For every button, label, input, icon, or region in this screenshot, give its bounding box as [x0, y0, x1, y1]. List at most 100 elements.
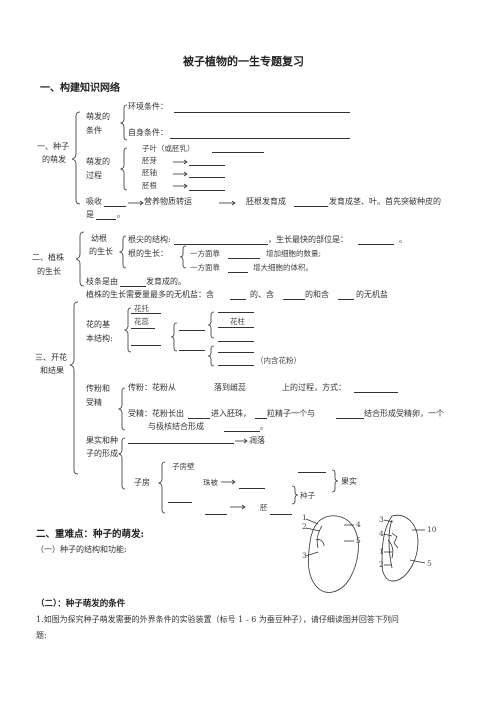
receptacle-label: 花托 — [134, 304, 149, 313]
self-condition-label: 自身条件： — [128, 128, 168, 137]
egg-cell-blank[interactable] — [336, 418, 364, 419]
self-condition-blank[interactable] — [170, 138, 350, 139]
pollination-label-1: 传粉和 — [86, 384, 110, 393]
fruit-label-2: 和结果 — [40, 366, 64, 375]
filament-blank[interactable] — [218, 365, 254, 366]
fall-off-label: 凋落 — [249, 436, 265, 445]
seed-label: 种子 — [300, 491, 315, 500]
subheading-conditions: （二）：种子萌发的条件 — [36, 599, 126, 609]
section-heading-network: 一、构建知识网络 — [40, 83, 120, 94]
radicle-blank[interactable] — [189, 190, 225, 191]
root-growth-label-1: 幼根 — [91, 234, 107, 243]
bean-num-2: 2 — [302, 522, 307, 531]
corn-num-2: 2 — [379, 560, 384, 569]
stamen-blank[interactable] — [179, 350, 205, 351]
plumule-blank[interactable] — [189, 165, 225, 166]
seed-label-2: 的萌发 — [42, 155, 66, 164]
zygote-blank[interactable] — [205, 514, 227, 515]
cond-label-1: 萌发的 — [86, 112, 110, 121]
branch-blank[interactable] — [120, 286, 146, 287]
pericarp-blank[interactable] — [298, 472, 326, 473]
fertilized-polar-blank[interactable] — [224, 431, 260, 432]
absorb-text-a: 吸收 — [86, 197, 102, 206]
question-1-line-b: 题: — [36, 631, 47, 640]
grow-way-2b: 增大细胞的体积。 — [253, 263, 313, 272]
bean-seed-diagram — [305, 515, 359, 593]
corn-num-1: 1 — [379, 547, 384, 556]
integument-label: 珠被 — [203, 478, 218, 487]
fruit-label-1: 三、开花 — [35, 353, 67, 362]
ovary-blank[interactable] — [218, 341, 254, 342]
cotyledon-blank[interactable] — [212, 152, 264, 153]
absorb-text-f: 。 — [117, 210, 125, 219]
grow-way-1-blank[interactable] — [228, 258, 260, 259]
hypocotyl-label: 胚轴 — [142, 168, 157, 177]
pollen-tube-blank[interactable] — [188, 418, 210, 419]
salt-text-a: 植株的生长需要量最多的无机盐：含 — [86, 290, 214, 299]
root-tip-blank[interactable] — [174, 244, 268, 245]
fastest-part-blank[interactable] — [358, 244, 394, 245]
absorb-blank-2[interactable] — [294, 206, 328, 207]
fruit-label: 果实 — [341, 477, 357, 486]
seed-coat-blank[interactable] — [239, 488, 265, 489]
ovary-wall-label: 子房壁 — [172, 462, 195, 471]
bean-num-3: 3 — [302, 551, 307, 560]
stigma-blank[interactable] — [218, 312, 254, 313]
ovule-blank[interactable] — [168, 502, 192, 503]
question-1-line-a: 1.如图为探究种子萌发需要的外界条件的实验装置（标号 1﹣6 为蚕豆种子），请仔… — [36, 615, 399, 624]
fruit-form-label-1: 果实和种 — [86, 436, 118, 445]
style-underline — [218, 327, 254, 328]
sperm-count-blank[interactable] — [255, 418, 267, 419]
ovary-label: 子房 — [134, 478, 150, 487]
pollination-text-c: 上的过程，方式： — [282, 383, 346, 392]
absorb-text-c: 胚根发育成 — [246, 197, 286, 206]
bean-num-5: 5 — [356, 536, 361, 545]
anther-blank[interactable] — [218, 352, 254, 353]
embryo-label: 胚 — [260, 503, 268, 512]
fruit-form-label-2: 子的形成 — [86, 449, 118, 458]
embryo-blank[interactable] — [270, 514, 292, 515]
corn-num-3: 3 — [379, 515, 384, 524]
plant-label-2: 的生长 — [37, 267, 61, 276]
bean-num-4: 4 — [356, 520, 361, 529]
flower-structure-label-1: 花的基 — [86, 320, 110, 329]
process-label-1: 萌发的 — [86, 157, 110, 166]
root-grow-label: 根的生长： — [128, 249, 168, 258]
pollination-method-blank[interactable] — [354, 392, 398, 393]
pistil-blank[interactable] — [179, 330, 205, 331]
corn-num-5: 5 — [427, 559, 432, 568]
absorb-blank-3[interactable] — [96, 219, 116, 220]
cotyledon-label: 子叶（或胚乳） — [142, 144, 195, 153]
seed-label-1: 一、种子 — [37, 142, 69, 151]
env-condition-blank[interactable] — [174, 112, 350, 113]
pollination-text-b: 落到雌蕊 — [214, 383, 246, 392]
flower-part-blank-1[interactable] — [131, 328, 155, 329]
fertilization-text-a: 受精：花粉长出 — [128, 409, 184, 418]
flower-part-blank-2[interactable] — [131, 345, 161, 346]
fertilization-text-f: 。 — [260, 422, 268, 431]
grow-way-2-blank[interactable] — [228, 272, 248, 273]
corn-seed-diagram — [381, 514, 426, 582]
corn-num-4: 4 — [379, 529, 384, 538]
fertilization-text-c: 粒精子一个与 — [267, 409, 315, 418]
absorb-text-d: 发育成茎、叶。首先突破种皮的 — [329, 197, 441, 206]
stamen-pistil-label: 花蕊 — [134, 317, 149, 326]
absorb-blank-1[interactable] — [104, 206, 126, 207]
branch-text-a: 枝条是由 — [86, 277, 118, 286]
salt-blank-3[interactable] — [338, 299, 354, 300]
fertilization-text-b: 进入胚珠， — [211, 409, 251, 418]
salt-blank-1[interactable] — [230, 299, 246, 300]
absorb-text-e: 是 — [86, 210, 94, 219]
subheading-structure: （一）种子的结构和功能: — [36, 545, 127, 554]
hypocotyl-blank[interactable] — [189, 177, 225, 178]
radicle-label: 胚根 — [142, 181, 157, 190]
salt-blank-2[interactable] — [283, 299, 305, 300]
fall-off-parts-blank[interactable] — [128, 443, 234, 444]
grow-way-1a: 一方面靠 — [190, 249, 220, 258]
branch-text-b: 发育成的。 — [146, 277, 186, 286]
salt-text-c: 的和含 — [305, 290, 329, 299]
fertilization-text-e: 与极核结合形成 — [148, 422, 204, 431]
bean-num-1: 1 — [302, 513, 307, 522]
env-condition-label: 环境条件： — [128, 102, 168, 111]
receptacle-underline — [131, 313, 161, 314]
